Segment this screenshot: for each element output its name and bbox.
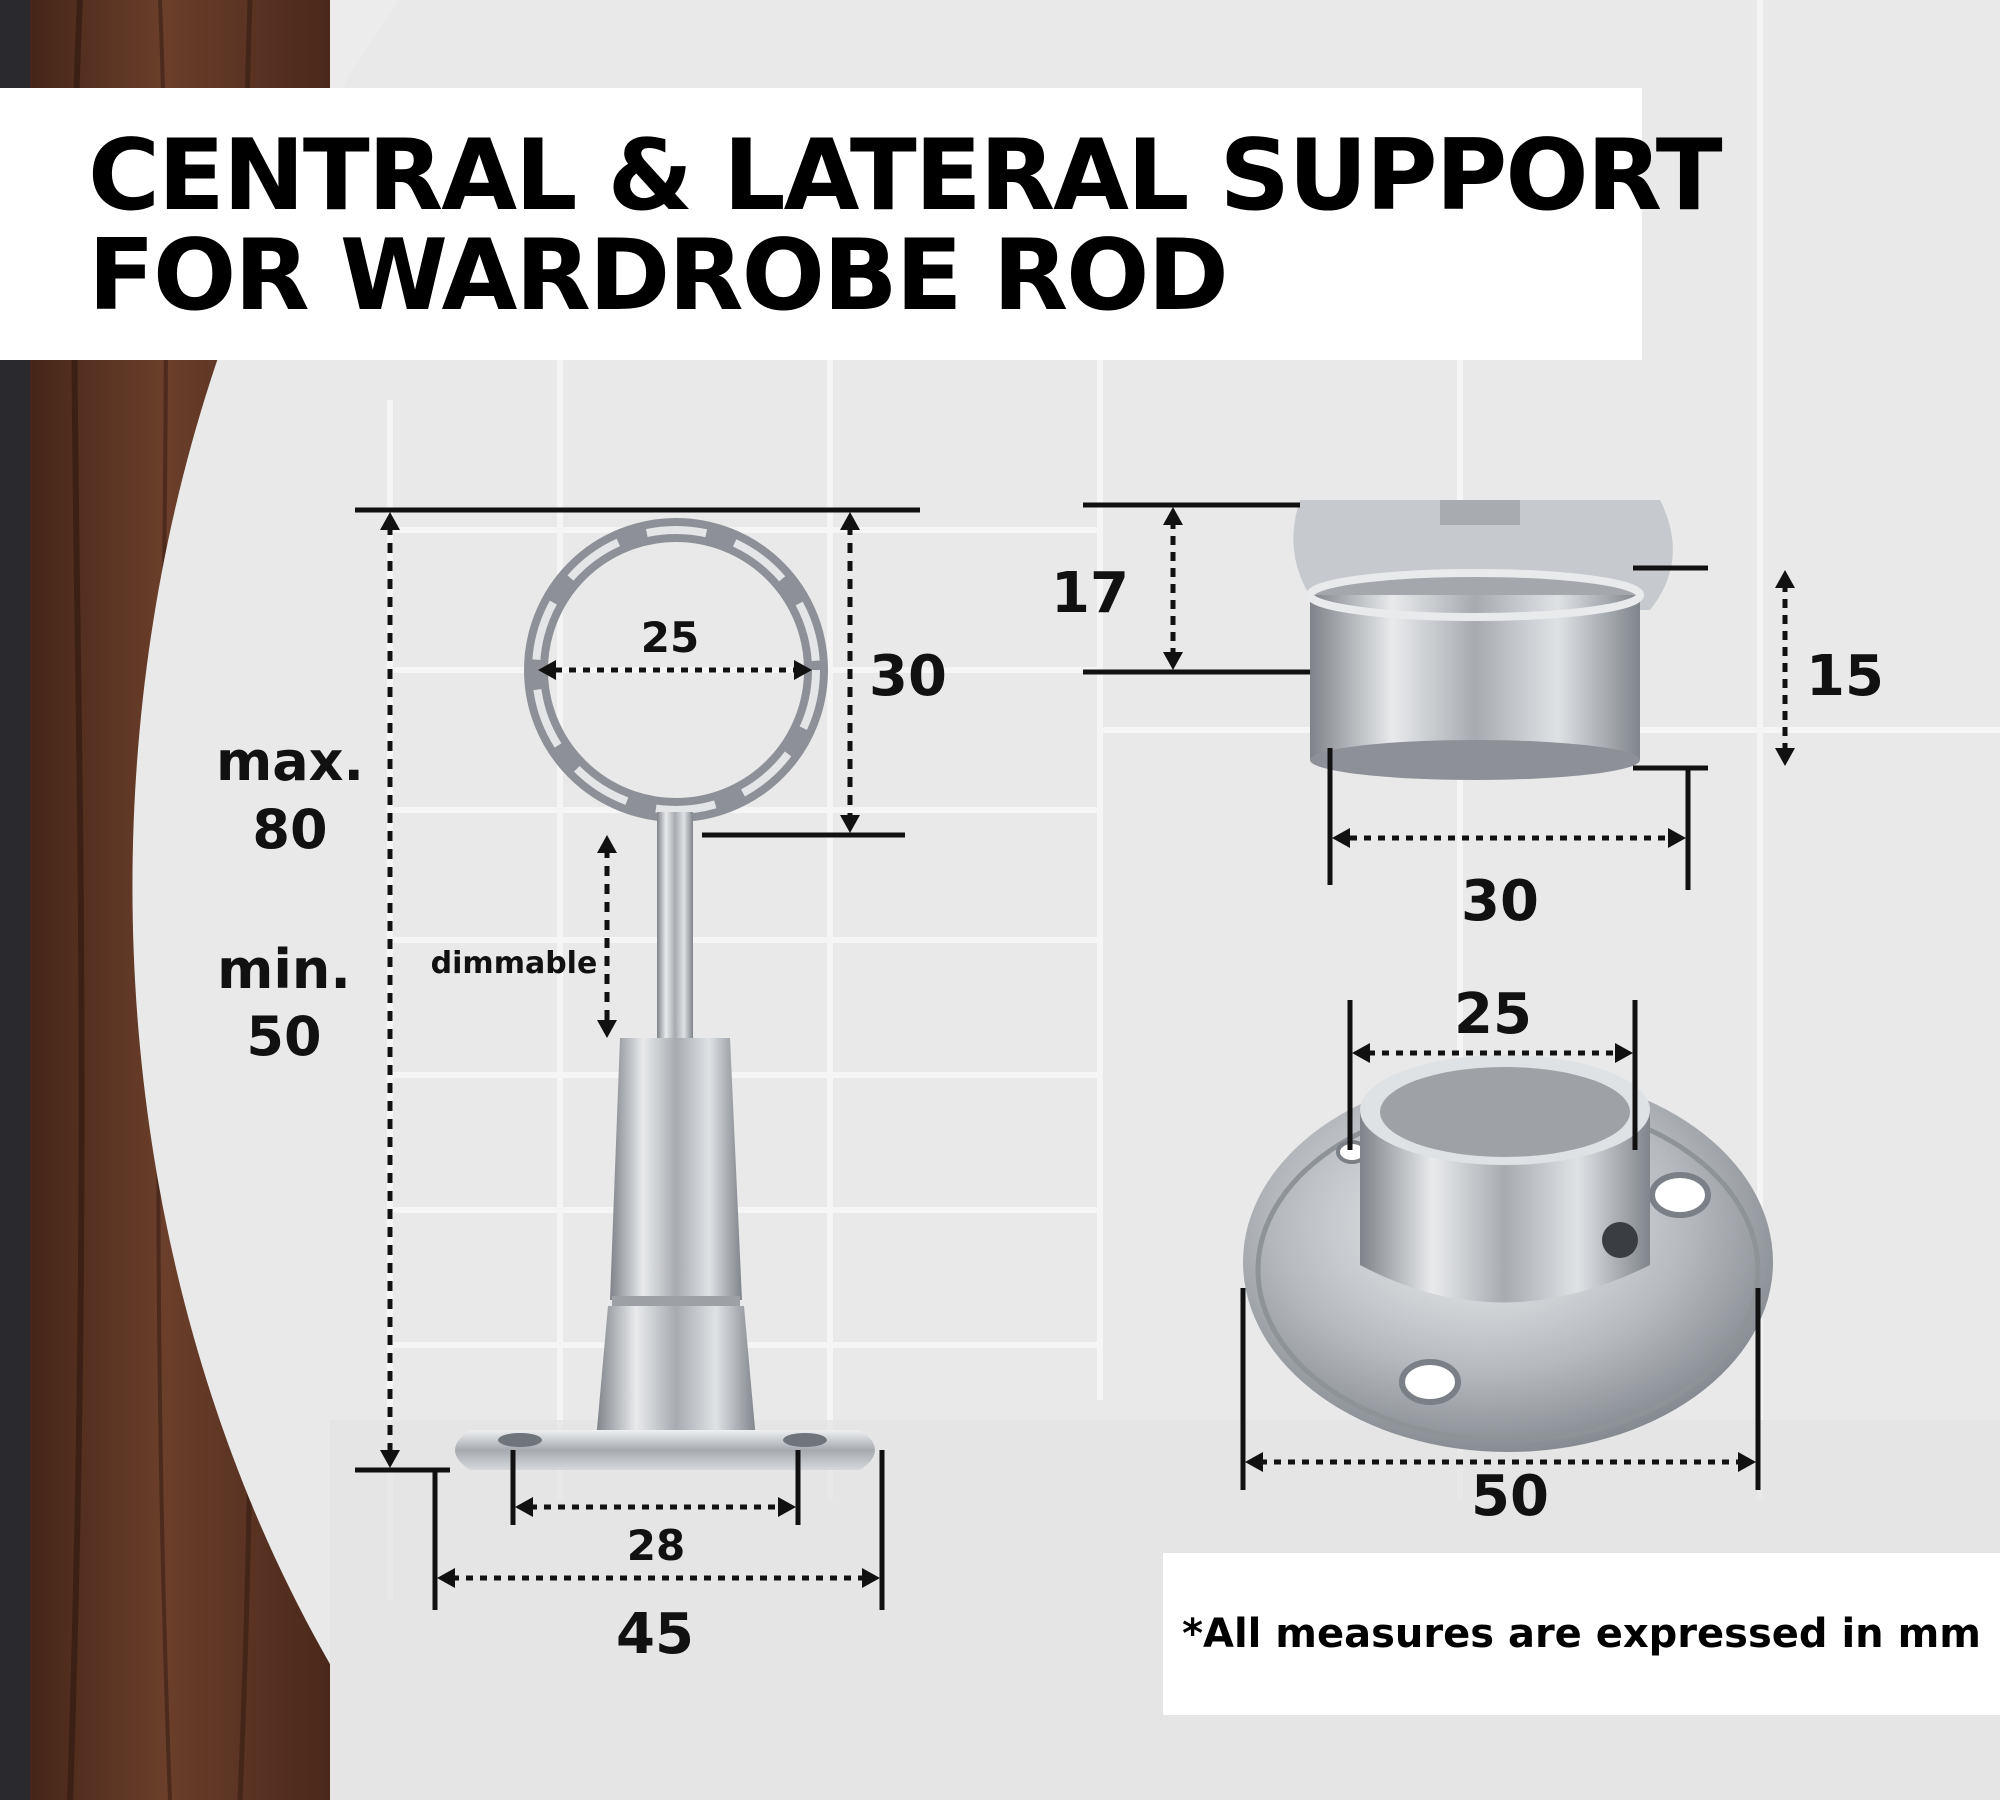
footnote-box: *All measures are expressed in mm <box>1163 1553 2000 1715</box>
hole-spacing-label: 28 <box>627 1521 685 1570</box>
footnote-text: *All measures are expressed in mm <box>1182 1611 1981 1657</box>
lateral-flange-support-photo <box>1243 1055 1773 1452</box>
cup-height-label: 15 <box>1806 644 1884 709</box>
min-value: 50 <box>246 1005 321 1068</box>
central-dimension-lines <box>355 507 920 1610</box>
adjustable-label: dimmable <box>431 946 598 981</box>
title-banner: CENTRAL & LATERAL SUPPORT FOR WARDROBE R… <box>0 88 1723 360</box>
lateral-open-dimension-lines <box>1083 502 1788 890</box>
inner-diameter-label: 25 <box>1454 982 1532 1047</box>
central-arrowheads <box>380 512 880 1588</box>
max-value: 80 <box>252 798 327 861</box>
base-length-label: 45 <box>616 1602 694 1667</box>
plate-height-label: 17 <box>1051 561 1129 626</box>
ring-diameter-label: 25 <box>641 613 699 662</box>
lateral-open-support-photo <box>1293 500 1673 780</box>
flange-diameter-label: 50 <box>1471 1464 1549 1529</box>
title-line-1: CENTRAL & LATERAL SUPPORT <box>88 119 1723 233</box>
ring-height-label: 30 <box>869 644 947 709</box>
max-label: max. <box>216 730 364 793</box>
title-line-2: FOR WARDROBE ROD <box>88 219 1229 333</box>
lateral-open-arrowheads <box>1163 507 1795 848</box>
min-label: min. <box>217 938 351 1001</box>
cup-width-label: 30 <box>1461 869 1539 934</box>
flange-arrowheads <box>1245 1043 1756 1472</box>
flange-dimension-lines <box>1240 1000 1761 1490</box>
central-support-photo <box>455 518 875 1470</box>
